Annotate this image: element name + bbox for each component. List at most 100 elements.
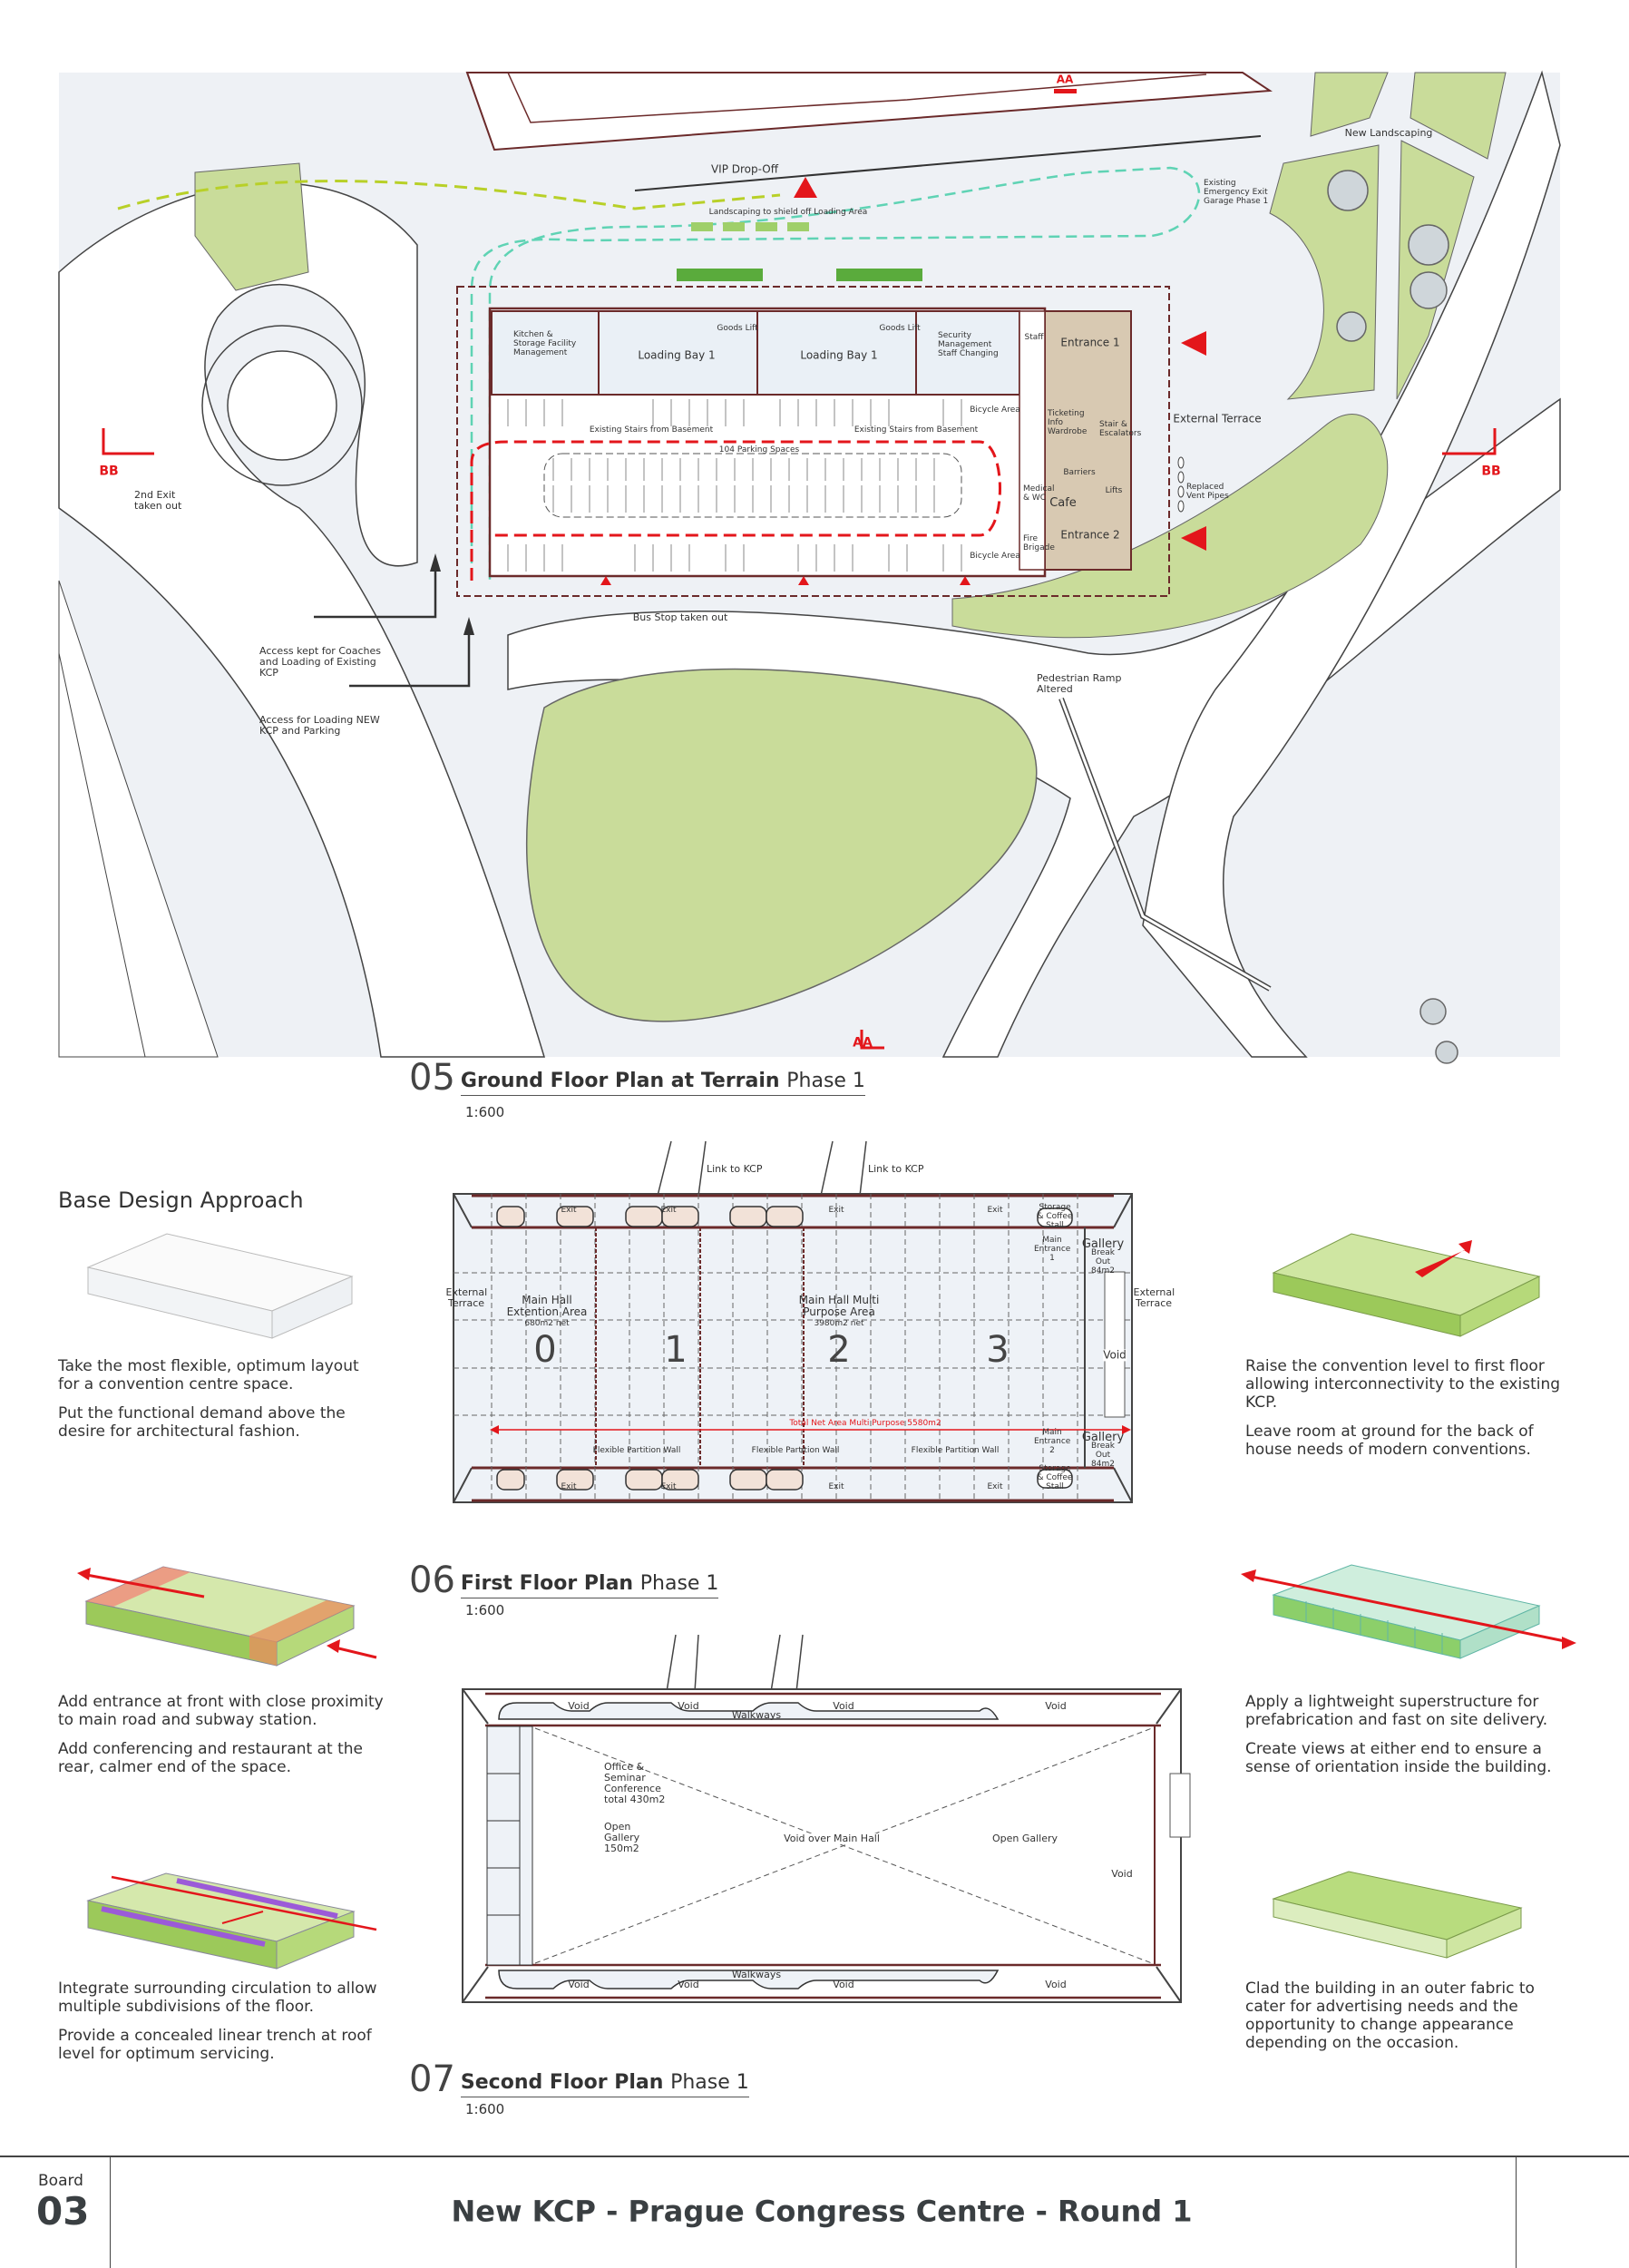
label-parking-spaces: 104 Parking Spaces (718, 445, 800, 455)
label-exit: Exit (561, 1206, 577, 1216)
label-pedestrian-ramp: Pedestrian Ramp Altered (1037, 672, 1122, 696)
board-number: 03 (36, 2189, 90, 2234)
label-entrance-1: Entrance 1 (1060, 336, 1120, 349)
label-partition-wall: Flexible Partition Wall (751, 1446, 840, 1456)
label-stairs-basement: Existing Stairs from Basement (854, 425, 979, 435)
label-office-seminar: Office & Seminar Conference total 430m2 (604, 1761, 666, 1806)
plan-scale: 1:600 (465, 1104, 505, 1120)
section-marker-aa-bottom: AA (853, 1035, 873, 1051)
label-barriers: Barriers (1063, 468, 1096, 478)
plan-title: Second Floor Plan (460, 2071, 664, 2094)
label-void: Void (568, 1978, 590, 1990)
label-exit: Exit (660, 1482, 677, 1492)
plan-title: Ground Floor Plan at Terrain (460, 1070, 780, 1092)
label-access-loading: Access for Loading NEW KCP and Parking (259, 714, 380, 738)
approach-paragraph: Apply a lightweight superstructure for p… (1245, 1693, 1548, 1730)
approach-paragraph: Add conferencing and restaurant at the r… (58, 1740, 363, 1777)
label-goods-lift: Goods Lift (879, 324, 921, 334)
label-external-terrace: External Terrace (1133, 1286, 1175, 1309)
plan-title: First Floor Plan (460, 1572, 634, 1595)
label-bicycle-area: Bicycle Area (970, 552, 1020, 562)
zone-number: 1 (664, 1329, 688, 1371)
label-medical: Medical & WC (1023, 484, 1055, 503)
approach-heading: Base Design Approach (58, 1188, 304, 1213)
section-marker-bb-right: BB (1481, 464, 1501, 479)
approach-text-5: Integrate surrounding circulation to all… (58, 1980, 385, 2074)
label-vent-pipes: Replaced Vent Pipes (1186, 483, 1229, 501)
label-walkways: Walkways (731, 1968, 782, 1980)
label-bus-stop: Bus Stop taken out (632, 611, 728, 623)
label-hall-extension: Main Hall Extention Area (506, 1293, 588, 1318)
label-exit: Exit (561, 1482, 577, 1492)
board-title: New KCP - Prague Congress Centre - Round… (451, 2194, 1193, 2229)
label-link-to-kcp: Link to KCP (707, 1163, 763, 1175)
label-staff: Staff (1024, 333, 1044, 343)
label-void: Void (568, 1699, 590, 1712)
approach-paragraph: Integrate surrounding circulation to all… (58, 1980, 377, 2017)
approach-paragraph: Add entrance at front with close proximi… (58, 1693, 384, 1730)
diagram-raised-level (1272, 1233, 1541, 1337)
approach-text-2: Raise the convention level to first floo… (1245, 1357, 1572, 1470)
approach-paragraph: Leave room at ground for the back of hou… (1245, 1422, 1534, 1460)
label-security: Security Management Staff Changing (938, 331, 999, 358)
diagram-cladding (1272, 1871, 1523, 1959)
label-lifts: Lifts (1105, 486, 1123, 496)
label-gallery: Gallery (1081, 1237, 1125, 1251)
label-partition-wall: Flexible Partition Wall (592, 1446, 681, 1456)
footer-divider (0, 2156, 1629, 2157)
label-cafe: Cafe (1049, 495, 1077, 510)
label-new-landscaping: New Landscaping (1344, 126, 1433, 139)
approach-text-6: Clad the building in an outer fabric to … (1245, 1980, 1572, 2063)
label-stair-escalators: Stair & Escalators (1099, 420, 1142, 438)
label-void: Void (678, 1978, 699, 1990)
label-bicycle-area: Bicycle Area (970, 406, 1020, 415)
label-loading-bay: Loading Bay 1 (800, 348, 878, 362)
approach-paragraph: Provide a concealed linear trench at roo… (58, 2027, 372, 2064)
diagram-base-box (86, 1233, 354, 1339)
approach-paragraph: Clad the building in an outer fabric to … (1245, 1980, 1535, 2053)
approach-text-4: Apply a lightweight superstructure for p… (1245, 1693, 1572, 1787)
approach-paragraph: Put the functional demand above the desi… (58, 1404, 346, 1442)
approach-diagrams (77, 1233, 1576, 1970)
section-marker-aa-top: AA (1056, 73, 1074, 86)
label-vip-drop-off: VIP Drop-Off (710, 162, 779, 176)
plan-title-07: 07 Second Floor Plan Phase 1 (409, 2061, 749, 2097)
plan-number: 06 (409, 1559, 455, 1601)
first-floor-plan-drawing (453, 1140, 1133, 1503)
label-hall-extension-area: 680m2 net (524, 1319, 570, 1329)
zone-number: 2 (827, 1329, 851, 1371)
label-hall-main: Main Hall Multi Purpose Area (798, 1293, 880, 1318)
label-emergency-exit: Existing Emergency Exit Garage Phase 1 (1204, 179, 1269, 206)
site-plan-drawing (58, 70, 1561, 1064)
plan-phase: Phase 1 (786, 1070, 865, 1092)
diagram-entrances (77, 1566, 377, 1667)
plan-number: 05 (409, 1057, 455, 1099)
label-open-gallery: Open Gallery (991, 1832, 1058, 1844)
approach-paragraph: Create views at either end to ensure a s… (1245, 1740, 1552, 1777)
label-void: Void (833, 1978, 854, 1990)
label-external-terrace: External Terrace (1173, 412, 1262, 425)
board-label: Board (38, 2172, 83, 2190)
approach-paragraph: Raise the convention level to first floo… (1245, 1357, 1561, 1413)
zone-number: 0 (533, 1329, 557, 1371)
label-storage: Storage & Coffee Stall (1037, 1203, 1073, 1230)
label-total-area: Total Net Area Multi Purpose 5580m2 (789, 1419, 941, 1429)
label-void: Void (1111, 1867, 1133, 1880)
label-ticketing: Ticketing Info Wardrobe (1048, 409, 1088, 436)
plan-scale: 1:600 (465, 1602, 505, 1618)
second-floor-plan-drawing (462, 1634, 1191, 2003)
label-gallery: Gallery (1081, 1430, 1125, 1444)
label-external-terrace: External Terrace (445, 1286, 488, 1309)
label-fire-brigade: Fire Brigade (1023, 534, 1055, 552)
label-exit: Exit (660, 1206, 677, 1216)
plan-phase: Phase 1 (639, 1572, 719, 1595)
footer-divider (1516, 2157, 1517, 2268)
label-walkways: Walkways (731, 1708, 782, 1721)
label-open-gallery-150: Open Gallery 150m2 (604, 1821, 640, 1855)
label-exit: Exit (987, 1206, 1003, 1216)
diagram-superstructure (1241, 1564, 1576, 1659)
label-main-entrance-2: Main Entrance 2 (1034, 1428, 1071, 1455)
label-exit: Exit (828, 1482, 844, 1492)
label-landscaping-shield: Landscaping to shield off Loading Area (708, 208, 868, 218)
footer-divider (110, 2157, 111, 2268)
